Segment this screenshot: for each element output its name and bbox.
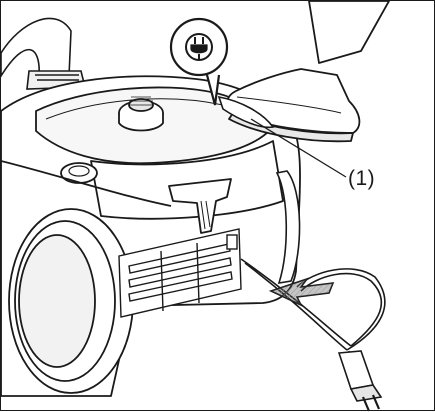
callout-label-1: (1) xyxy=(348,167,375,191)
power-plug xyxy=(339,351,381,411)
wheel xyxy=(9,209,133,393)
hose xyxy=(1,18,85,89)
